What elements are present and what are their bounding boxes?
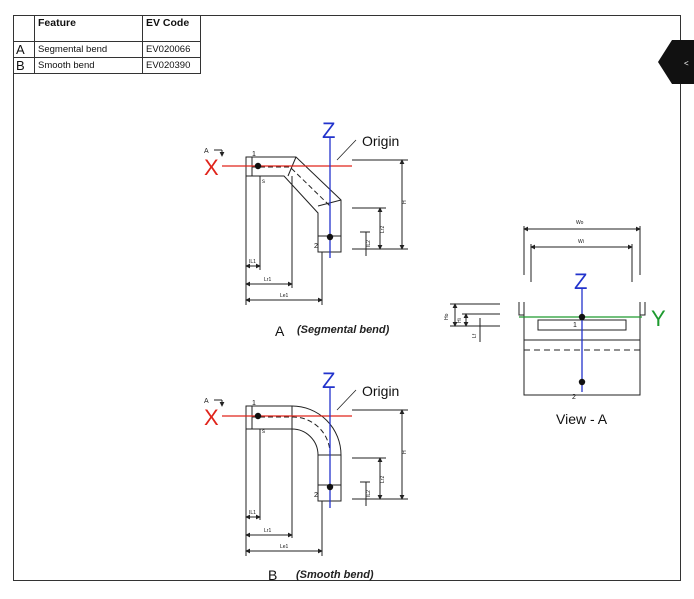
diagram-b-s-label: s bbox=[262, 429, 265, 435]
diagram-b-le1: Le1 bbox=[280, 544, 289, 550]
diagram-b-view-label: A bbox=[204, 398, 209, 405]
diagram-a-le1: Le1 bbox=[280, 293, 289, 299]
view-a-title: View - A bbox=[556, 411, 608, 427]
diagram-a-z-axis-label: Z bbox=[322, 118, 335, 143]
view-a-axes bbox=[519, 288, 642, 392]
diagram-a-lr2: Lr2 bbox=[380, 226, 386, 233]
smooth-bend-axes bbox=[222, 388, 357, 508]
diagram-b-origin-label: Origin bbox=[362, 383, 399, 399]
diagram-b-il2: IL2 bbox=[366, 490, 372, 497]
view-a-wi: Wi bbox=[578, 239, 584, 245]
diagram-a-point-2: 2 bbox=[314, 243, 318, 250]
diagram-b-lr1: Lr1 bbox=[264, 528, 271, 534]
view-a-point-2: 2 bbox=[572, 394, 576, 401]
table-row: A Segmental bend EV020066 bbox=[13, 41, 201, 58]
diagram-a-letter: A bbox=[275, 323, 285, 339]
view-a-hi: Hi bbox=[457, 318, 463, 323]
diagram-b-lr2: Lr2 bbox=[380, 476, 386, 483]
view-a-lf: Lf bbox=[472, 333, 478, 338]
svg-text:<: < bbox=[684, 59, 689, 68]
view-a-z-axis-label: Z bbox=[574, 269, 587, 294]
table-header-code: EV Code bbox=[142, 15, 201, 42]
row-key: B bbox=[13, 57, 35, 74]
view-a-y-axis-label: Y bbox=[651, 306, 666, 331]
diagram-a-origin-label: Origin bbox=[362, 133, 399, 149]
diagram-a-caption: (Segmental bend) bbox=[297, 324, 390, 336]
diagram-a-s-label: s bbox=[262, 179, 265, 185]
diagram-a-il2: IL2 bbox=[366, 240, 372, 247]
diagram-b-caption: (Smooth bend) bbox=[296, 569, 374, 581]
diagram-a-h: H bbox=[402, 200, 408, 204]
side-tab-arrow[interactable]: < bbox=[658, 40, 694, 84]
row-code: EV020390 bbox=[142, 57, 201, 74]
diagram-b-x-axis-label: X bbox=[204, 405, 219, 430]
segmental-bend-diagram bbox=[214, 149, 408, 305]
diagram-a-il1: IL1 bbox=[249, 259, 256, 265]
drawing-frame bbox=[13, 15, 681, 581]
diagram-a-view-label: A bbox=[204, 148, 209, 155]
view-a-cross-section bbox=[450, 226, 646, 396]
diagram-b-il1: IL1 bbox=[249, 510, 256, 516]
view-a-point-1: 1 bbox=[573, 322, 577, 329]
smooth-bend-diagram bbox=[214, 399, 408, 556]
view-a-ho: Ho bbox=[444, 313, 450, 320]
feature-table: Feature EV Code A Segmental bend EV02006… bbox=[13, 15, 201, 74]
diagram-b-point-1: 1 bbox=[252, 400, 256, 407]
diagram-a-x-axis-label: X bbox=[204, 155, 219, 180]
diagram-b-z-axis-label: Z bbox=[322, 368, 335, 393]
table-row: B Smooth bend EV020390 bbox=[13, 57, 201, 74]
diagram-b-letter: B bbox=[268, 567, 277, 583]
segmental-bend-axes bbox=[222, 138, 357, 258]
view-a-wo: Wo bbox=[576, 220, 584, 226]
diagram-a-point-1: 1 bbox=[252, 151, 256, 158]
diagram-b-point-2: 2 bbox=[314, 492, 318, 499]
table-header-feature: Feature bbox=[34, 15, 143, 42]
diagram-a-lr1: Lr1 bbox=[264, 277, 271, 283]
diagram-b-h: H bbox=[402, 450, 408, 454]
